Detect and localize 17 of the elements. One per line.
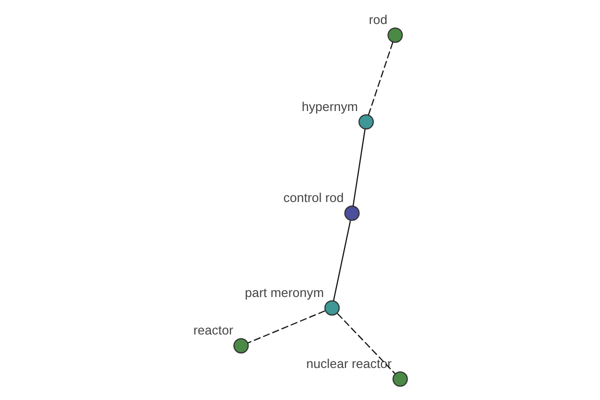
node-label: nuclear reactor — [306, 356, 392, 371]
node-label: hypernym — [302, 98, 358, 114]
node-label: control rod — [283, 190, 344, 206]
connector — [352, 129, 366, 206]
connector — [368, 42, 394, 116]
node-circle — [233, 338, 249, 354]
node-label: reactor — [193, 322, 234, 338]
node-label: rod — [368, 12, 388, 28]
connector — [333, 220, 351, 301]
node-circle — [324, 300, 340, 316]
connector — [248, 310, 326, 344]
node-label: part meronym — [244, 284, 324, 300]
connector — [336, 313, 396, 374]
node-circle — [392, 371, 408, 387]
node-circle — [344, 206, 360, 221]
node-circle — [388, 27, 403, 43]
node-circle — [358, 114, 374, 130]
